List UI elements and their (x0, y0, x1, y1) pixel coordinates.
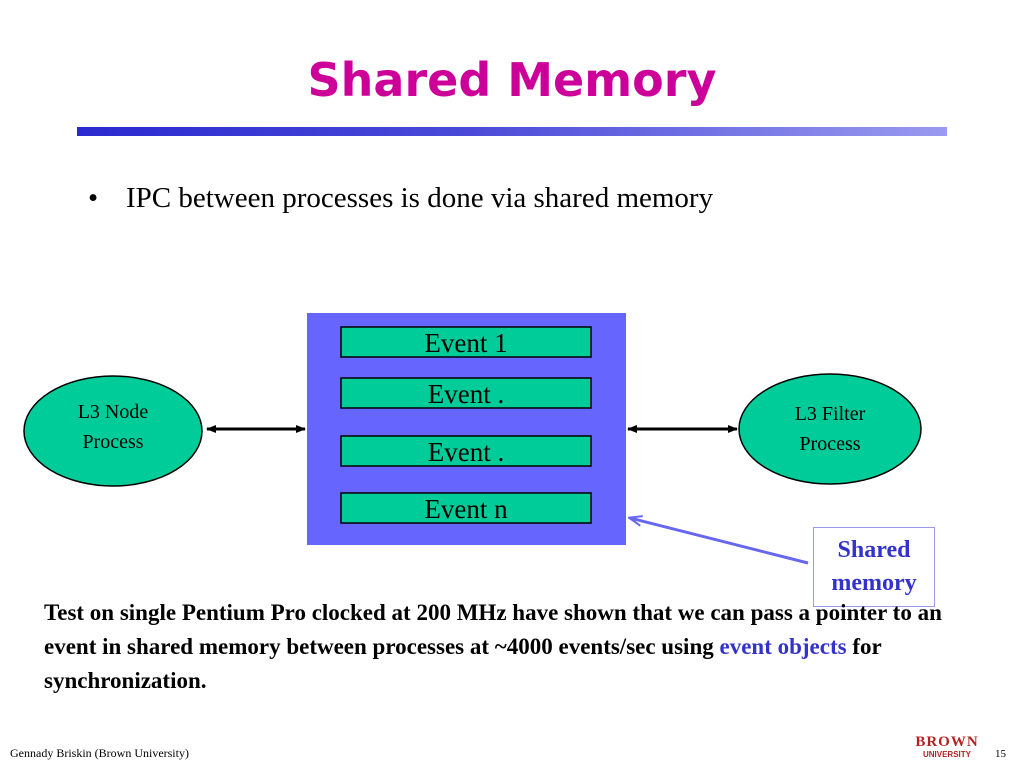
event-slot-2 (340, 377, 592, 409)
l3-node-process-node (23, 375, 203, 487)
event-slot-label-2: Event . (427, 379, 505, 409)
body-text-end: for synchronization. (44, 634, 882, 693)
l3-filter-label-line-2: Process (799, 433, 861, 455)
page-number: 15 (995, 748, 1006, 760)
body-highlight-event-objects: event objects (719, 634, 847, 659)
slide-title: Shared Memory (307, 53, 717, 107)
l3-filter-label-line-1: L3 Filter (794, 403, 866, 425)
bullet-item: • IPC between processes is done via share… (88, 178, 713, 218)
body-paragraph: Test on single Pentium Pro clocked at 20… (44, 596, 944, 698)
title-divider (77, 127, 947, 136)
l3-node-label-line-1: L3 Node (77, 401, 149, 423)
event-slot-label-3: Event . (427, 437, 505, 467)
event-slot-label-4: Event n (424, 494, 508, 524)
event-slot-label-1: Event 1 (424, 328, 508, 358)
event-slot-4 (340, 492, 592, 524)
logo-wordmark: BROWN (915, 734, 979, 750)
l3-node-label-line-2: Process (82, 431, 144, 453)
l3-node-process-label: L3 Node Process (24, 397, 202, 457)
bullet-marker: • (88, 182, 99, 214)
brown-university-logo: BROWN UNIVERSITY (912, 734, 982, 764)
shared-memory-callout-line-2: memory (831, 570, 917, 596)
footer-author: Gennady Briskin (Brown University) (10, 746, 189, 760)
bullet-text: IPC between processes is done via shared… (126, 182, 714, 214)
l3-filter-process-node (738, 373, 922, 485)
shared-memory-callout: Shared memory (813, 527, 935, 607)
event-slot-1 (340, 326, 592, 358)
logo-subtitle: UNIVERSITY (922, 750, 971, 759)
body-text-main: Test on single Pentium Pro clocked at 20… (44, 600, 942, 659)
shared-memory-callout-line-1: Shared (837, 537, 911, 563)
l3-filter-process-label: L3 Filter Process (739, 399, 921, 459)
event-slot-3 (340, 435, 592, 467)
shared-memory-pointer-arrow (630, 518, 809, 565)
